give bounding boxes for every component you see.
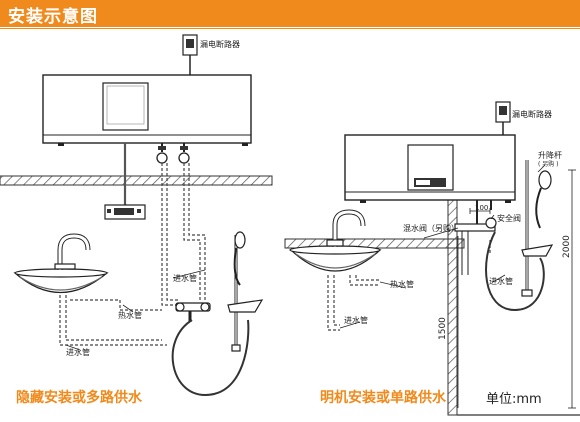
- safety-valve-label: 安全阀: [497, 214, 521, 223]
- page-title: 安装示意图: [8, 7, 98, 27]
- right-caption: 明机安装或单路供水: [320, 390, 446, 406]
- left-hot-pipe-label: 热水管: [118, 311, 142, 320]
- left-cold-pipe-label-2: 进水管: [66, 348, 90, 357]
- header-rule: [0, 28, 580, 29]
- lift-rod-note: ( 另购 ): [538, 161, 559, 168]
- dimension-2000: 2000: [562, 235, 572, 258]
- dimension-100: 100: [475, 204, 489, 212]
- dimension-1500: 1500: [438, 317, 448, 340]
- right-breaker-label: 漏电断路器: [512, 110, 552, 119]
- right-heater-tank: [344, 134, 516, 210]
- right-dimensions: [457, 169, 576, 409]
- right-hidden-pipes: [327, 240, 491, 331]
- left-control-panel: [104, 204, 146, 220]
- right-hot-pipe-label: 热水管: [390, 280, 414, 289]
- right-basin-faucet: [289, 209, 382, 272]
- right-shower-set: [485, 160, 554, 312]
- left-basin-faucet: [13, 233, 109, 293]
- right-breaker-icon: [495, 101, 511, 135]
- left-caption: 隐藏安装或多路供水: [16, 390, 142, 406]
- left-tank-valves: [156, 143, 190, 164]
- lift-rod-label: 升降杆: [538, 151, 562, 160]
- right-cold-pipe-label: 进水管: [489, 277, 513, 286]
- right-wall: [447, 184, 458, 416]
- left-breaker-label: 漏电断路器: [200, 40, 240, 49]
- left-hidden-pipes: [59, 163, 206, 346]
- left-heater-tank: [42, 74, 252, 146]
- left-ceiling: [0, 175, 273, 186]
- left-cold-pipe-label: 进水管: [173, 274, 197, 283]
- unit-label: 单位:mm: [486, 392, 542, 407]
- right-cold-pipe-label-2: 进水管: [344, 316, 368, 325]
- left-breaker-icon: [182, 34, 198, 75]
- left-shower-set: [171, 231, 264, 397]
- header-bar: 安装示意图: [0, 0, 580, 27]
- mixing-valve-label: 混水阀（另购）: [403, 224, 459, 233]
- right-valves: [454, 210, 497, 232]
